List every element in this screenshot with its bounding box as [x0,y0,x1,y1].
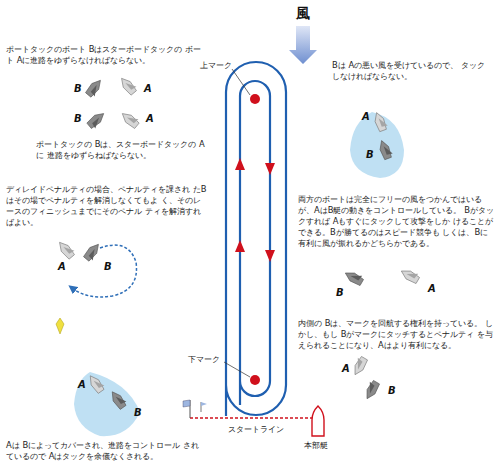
boat-letter: B [134,408,142,418]
committee-boat [312,406,324,436]
boat-letter: B [388,386,396,396]
boat-letter: A [428,284,436,294]
leader-line [224,362,250,377]
rule-note: ポートタックのボート Bはスターボードタックの ボート Aに進路をゆずらなければ… [6,44,202,66]
boat-b [85,77,105,98]
rule-note: ディレイドペナルティの場合、ペナルティを課され たBはその場でペナルティを解消し… [6,184,208,228]
flag [183,400,190,418]
boat-a [56,238,76,259]
boat-letter: A [58,262,66,272]
place-label: 下マーク [188,354,220,365]
course-arrows [235,158,275,262]
boat-b [86,110,107,130]
boat-letter: B [366,150,374,160]
rule-note: ポートタックの Bは、スターボードタックの Aに 進路をゆずらねばならない。 [36,139,212,161]
rule-note: Bは Aの悪い風を受けているので、 タックしなければならない。 [332,60,492,82]
flag [201,402,207,412]
boat-b [362,379,381,401]
boat-letter: B [104,262,112,272]
start-line [190,417,316,418]
boat-b [109,388,128,410]
boat-letter: A [144,84,152,94]
boat-b [377,139,393,160]
leader-line [232,69,250,95]
boat-letter: B [74,84,82,94]
boat-letter: A [362,112,370,122]
boat-a [119,109,140,129]
wind-arrow [289,26,317,64]
lower-mark [250,375,260,385]
boat-letter: B [336,288,344,298]
boat-letter: A [146,114,154,124]
boat-letter: B [74,114,82,124]
penalty-turn-path [72,245,137,297]
yellow-mark [56,318,64,334]
boat-a [118,74,138,95]
rule-note: Aは Bによってカバーされ、進路をコントロール されているので Aはタックを余儀… [6,440,206,462]
boat-b [343,268,365,287]
race-course [226,62,286,416]
boat-letter: A [78,380,86,390]
boat-letter: A [342,364,350,374]
boat-a [87,372,106,394]
boat-b [83,241,103,262]
place-label: 上マーク [200,60,232,71]
place-label: スタートライン [228,424,284,435]
rule-note: 内側の Bは、マークを回航する権利を持っている。 しかし、もし Bがマークにタッ… [298,318,494,351]
rule-note: 両方のボートは完全にフリーの風をつかんではいる が、AはB艇の動きをコントロール… [298,194,494,249]
wind-label: 風 [296,4,310,22]
wind-shadow [74,372,140,436]
boat-a [399,266,421,285]
place-label: 本部艇 [304,440,328,451]
upper-mark [250,94,260,104]
boat-a [350,355,369,377]
boat-a [372,111,388,132]
